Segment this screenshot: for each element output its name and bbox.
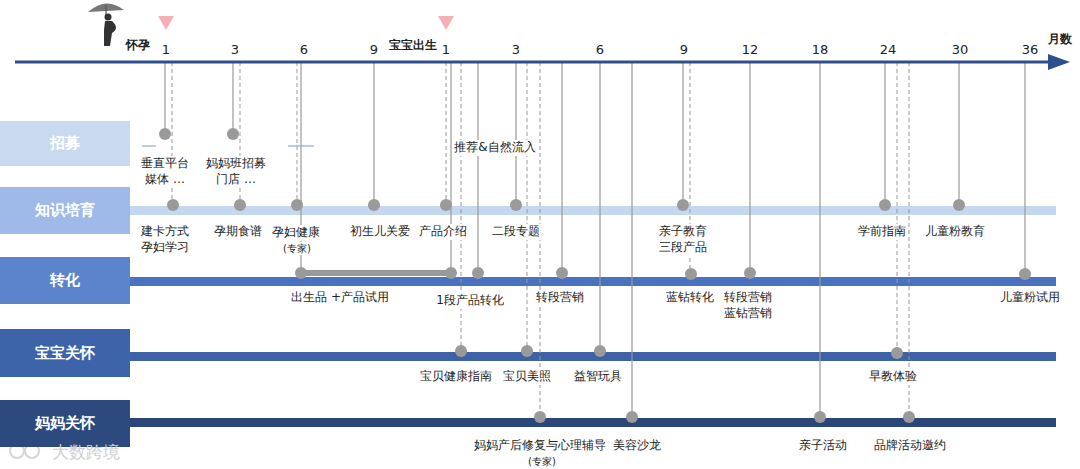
step-label: 转段营销 [535, 290, 585, 306]
leader-lines [165, 62, 1025, 417]
row-header: 宝宝关怀 [0, 329, 130, 377]
step-label: 亲子活动 [798, 438, 848, 454]
bars [130, 146, 1056, 427]
step-label: 初生儿关爱 [349, 224, 411, 240]
dots [159, 128, 1031, 423]
row-title: 宝宝关怀 [35, 344, 95, 363]
axis-label: 怀孕 [125, 38, 151, 54]
step-label: 推荐&自然流入 [453, 140, 536, 156]
step-label: 垂直平台 媒体 … [136, 156, 194, 187]
watermark: 大数跨境 [51, 441, 121, 463]
step-label: 二段专题 [491, 224, 541, 240]
step-label: 孕妇健康 [271, 225, 321, 241]
month-number: 6 [595, 42, 605, 59]
step-label: 孕期食谱 [213, 224, 263, 240]
month-number: 18 [811, 42, 830, 59]
row-header: 知识培育 [0, 187, 130, 234]
step-label: 亲子教育 三段产品 [654, 224, 712, 255]
step-label: 建卡方式 孕妇学习 [136, 224, 194, 255]
step-label: 宝贝健康指南 [419, 369, 493, 385]
step-label: 美容沙龙 [612, 438, 662, 454]
dashed-lines [172, 62, 909, 417]
month-number: 30 [951, 42, 970, 59]
step-label: 1段产品转化 [435, 293, 505, 309]
month-number: 36 [1021, 42, 1040, 59]
axis-unit: 月数 [1047, 32, 1073, 48]
row-title: 招募 [50, 134, 80, 153]
row-title: 知识培育 [35, 201, 95, 220]
marker-triangle [158, 16, 174, 30]
row-header: 招募 [0, 121, 130, 166]
step-label: 宝贝美照 [502, 369, 552, 385]
month-number: 6 [299, 42, 309, 59]
month-number: 3 [230, 42, 240, 59]
step-label: 产品介绍 [418, 224, 468, 240]
step-label: 益智玩具 [573, 369, 623, 385]
step-label: 儿童粉教育 [924, 224, 986, 240]
month-number: 9 [679, 42, 689, 59]
row-title: 转化 [50, 271, 80, 290]
month-number: 3 [511, 42, 521, 59]
row-header: 转化 [0, 257, 130, 304]
note-label: (专家) [527, 455, 557, 468]
step-label: 妈妈班招募 门店 … [201, 156, 271, 187]
step-label: 转段营销 蓝钻营销 [719, 290, 777, 321]
row-title: 妈妈关怀 [35, 414, 95, 433]
step-label: 蓝钻转化 [665, 290, 715, 306]
step-label: 品牌活动邀约 [873, 438, 947, 454]
month-number: 9 [369, 42, 379, 59]
month-number: 1 [161, 42, 171, 59]
note-label: (专家) [282, 242, 312, 255]
pregnant-icon [88, 3, 124, 46]
month-number: 12 [741, 42, 760, 59]
step-label: 妈妈产后修复与心理辅导 [473, 438, 607, 454]
marker-triangle [438, 16, 454, 30]
month-number: 24 [879, 42, 898, 59]
trial-span [301, 270, 451, 276]
month-number: 1 [441, 42, 451, 59]
time-axis [15, 54, 1070, 70]
step-label: 儿童粉试用 [999, 290, 1061, 306]
axis-label: 宝宝出生 [388, 38, 438, 54]
row-header: 妈妈关怀 [0, 400, 130, 447]
step-label: 出生品 +产品试用 [290, 290, 390, 306]
step-label: 早教体验 [868, 369, 918, 385]
step-label: 学前指南 [857, 224, 907, 240]
